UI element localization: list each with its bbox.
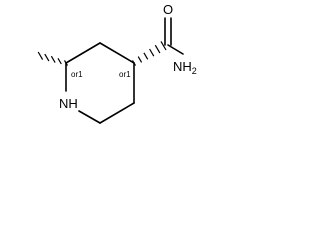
stereo-label-c2: or1 — [71, 70, 83, 79]
oxygen-label: O — [163, 2, 173, 17]
stereo-label-c4: or1 — [119, 70, 131, 79]
amide-nitrogen-label: NH2 — [173, 59, 197, 76]
ring-nitrogen-hydrogen: H — [68, 96, 77, 111]
bond-c6-n1 — [78, 110, 101, 124]
bond-carbonyl-amide-n — [167, 44, 184, 55]
bond-c3-c4 — [99, 42, 135, 64]
hashed-wedge-c4-carbonyl — [131, 41, 167, 66]
hashed-wedge-c2-methyl — [37, 51, 69, 66]
ring-nitrogen-label: NH — [59, 96, 78, 111]
bond-c2-c3 — [65, 42, 101, 64]
chemical-structure-diagram: O NH2 NH or1 or1 — [37, 2, 197, 124]
amide-nitrogen-subscript: 2 — [192, 66, 197, 76]
bond-c5-c6 — [99, 102, 135, 124]
